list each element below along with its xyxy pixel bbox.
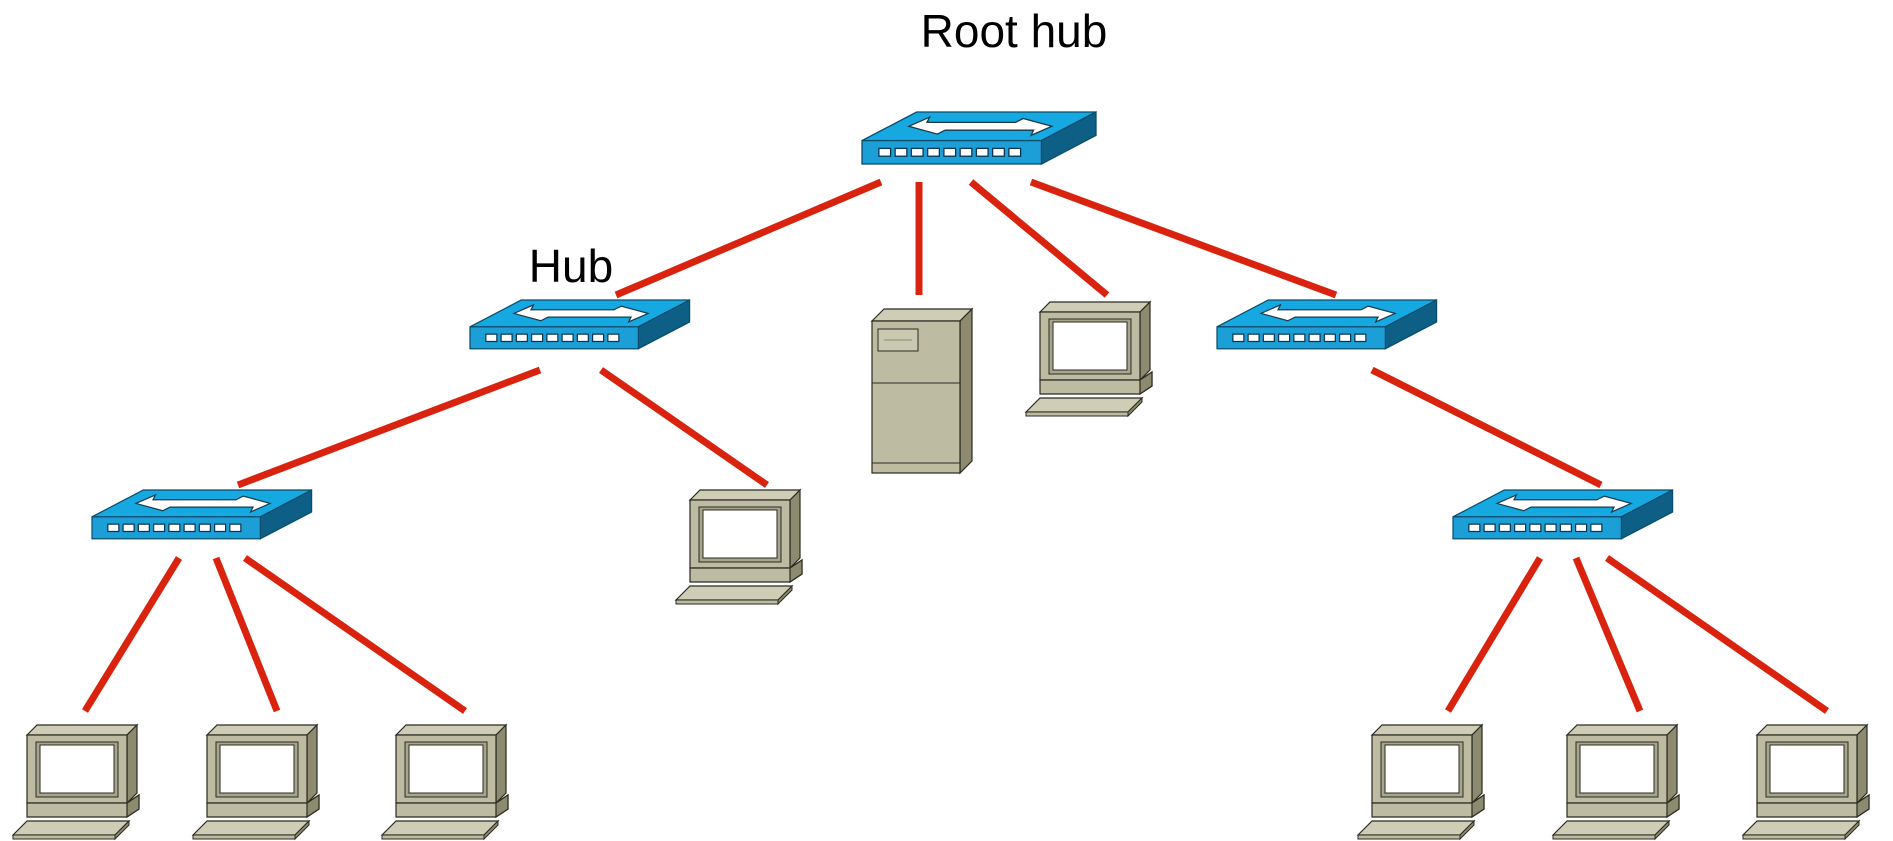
link-root-hub-to-hub-left — [614, 178, 883, 299]
hub-label: Hub — [529, 240, 613, 292]
hub-icon — [91, 488, 313, 540]
link-hub-lower-right-to-workstation-lr-2 — [1572, 556, 1644, 713]
link-hub-lower-left-to-workstation-ll-1 — [82, 556, 182, 713]
server-tower-icon — [870, 307, 974, 475]
workstation-icon — [674, 488, 803, 606]
link-hub-lower-left-to-workstation-ll-2 — [212, 556, 281, 713]
workstation-icon — [1356, 723, 1485, 841]
hub-icon — [1452, 488, 1674, 540]
workstation-icon — [1551, 723, 1680, 841]
link-hub-left-to-workstation-hub-left — [599, 367, 769, 488]
link-hub-right-to-hub-lower-right — [1370, 366, 1603, 489]
link-root-hub-to-hub-right — [1029, 178, 1338, 299]
workstation-icon — [191, 723, 320, 841]
link-hub-left-to-hub-lower-left — [236, 366, 542, 489]
link-root-hub-to-workstation-root — [968, 179, 1110, 298]
hub-icon — [469, 298, 691, 350]
links-layer — [82, 178, 1829, 714]
hub-icon — [861, 110, 1097, 166]
hub-icon — [1216, 298, 1438, 350]
workstation-icon — [11, 723, 140, 841]
root-hub-label: Root hub — [921, 5, 1108, 57]
workstation-icon — [1024, 300, 1153, 418]
nodes-layer — [11, 110, 1870, 841]
link-hub-lower-left-to-workstation-ll-3 — [243, 555, 467, 714]
link-hub-lower-right-to-workstation-lr-1 — [1445, 556, 1543, 713]
workstation-icon — [1741, 723, 1870, 841]
link-hub-lower-right-to-workstation-lr-3 — [1605, 555, 1829, 714]
workstation-icon — [380, 723, 509, 841]
